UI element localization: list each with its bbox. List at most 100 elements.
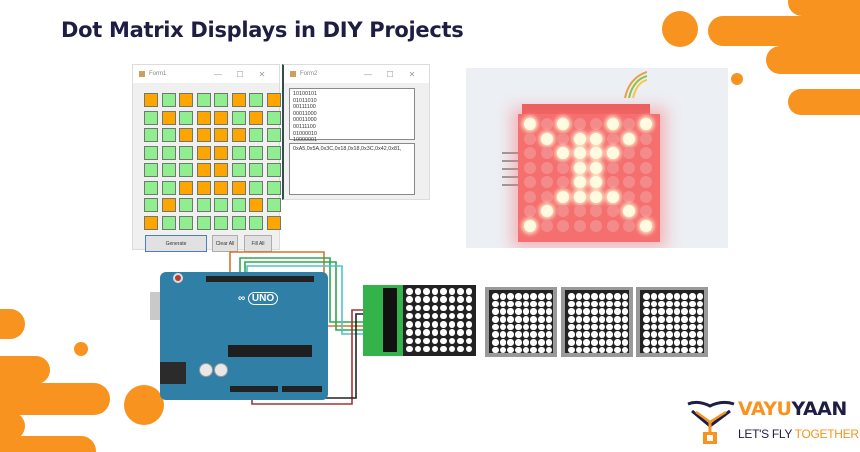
minimize-icon[interactable]: — (214, 69, 222, 79)
led-toggle-cell[interactable] (266, 180, 281, 195)
generate-button[interactable]: Generate (145, 235, 207, 252)
led-toggle-cell[interactable] (179, 180, 193, 195)
led-toggle-cell[interactable] (214, 215, 228, 230)
led-toggle-cell[interactable] (179, 93, 193, 107)
led-toggle-cell[interactable] (179, 163, 193, 177)
power-header (230, 386, 278, 392)
led-toggle-cell[interactable] (214, 128, 228, 142)
led-toggle-cell[interactable] (161, 145, 176, 160)
led-toggle-cell[interactable] (196, 198, 211, 212)
close-icon[interactable]: ✕ (258, 69, 266, 79)
led-toggle-cell[interactable] (249, 145, 263, 160)
maximize-icon[interactable]: ☐ (236, 69, 244, 79)
led-toggle-cell[interactable] (161, 198, 176, 212)
minimize-icon[interactable]: — (364, 69, 372, 79)
led-toggle-cell[interactable] (196, 93, 211, 107)
led-toggle-cell[interactable] (179, 215, 193, 230)
led-toggle-cell[interactable] (196, 110, 211, 125)
led-toggle-cell[interactable] (249, 128, 263, 142)
led-toggle-cell[interactable] (231, 180, 246, 195)
led-toggle-cell[interactable] (144, 215, 158, 230)
led-toggle-cell[interactable] (231, 110, 246, 125)
led-toggle-cell[interactable] (144, 198, 158, 212)
fill-all-button[interactable]: Fill All (244, 235, 272, 252)
led-toggle-cell[interactable] (231, 215, 246, 230)
led-toggle-cell[interactable] (161, 180, 176, 195)
led-toggle-cell[interactable] (266, 163, 281, 177)
led-toggle-cell[interactable] (144, 93, 158, 107)
led-toggle-cell[interactable] (179, 110, 193, 125)
led-toggle-cell[interactable] (266, 128, 281, 142)
decor-bar-top-2 (788, 0, 860, 16)
matrix-dot (650, 331, 658, 338)
led-toggle-cell[interactable] (161, 110, 176, 125)
maximize-icon[interactable]: ☐ (386, 69, 394, 79)
decor-bar-bottom-5 (0, 436, 96, 452)
reset-button (173, 273, 183, 283)
atmega-chip (228, 345, 312, 357)
matrix-dot (681, 346, 688, 354)
led-toggle-cell[interactable] (196, 163, 211, 177)
close-icon[interactable]: ✕ (408, 69, 416, 79)
led-toggle-cell[interactable] (231, 198, 246, 212)
led-toggle-cell[interactable] (266, 145, 281, 160)
led-toggle-cell[interactable] (214, 93, 228, 107)
matrix-dot (522, 331, 530, 338)
led-toggle-cell[interactable] (144, 110, 158, 125)
led-toggle-cell[interactable] (231, 93, 246, 107)
led-toggle-cell[interactable] (196, 180, 211, 195)
led-toggle-cell[interactable] (249, 198, 263, 212)
matrix-dot (606, 323, 613, 331)
matrix-dot (440, 312, 447, 320)
matrix-dot (606, 300, 613, 308)
led-toggle-cell[interactable] (214, 163, 228, 177)
led-toggle-cell[interactable] (196, 145, 211, 160)
clear-all-button[interactable]: Clear All (212, 235, 238, 252)
led-toggle-cell[interactable] (196, 215, 211, 230)
led-toggle-cell[interactable] (144, 163, 158, 177)
led-toggle-cell[interactable] (214, 180, 228, 195)
form2-titlebar[interactable]: Form2 — ☐ ✕ (284, 65, 429, 83)
led-toggle-cell[interactable] (144, 180, 158, 195)
led-toggle-cell[interactable] (249, 163, 263, 177)
led-toggle-cell[interactable] (231, 128, 246, 142)
led-toggle-cell[interactable] (179, 128, 193, 142)
matrix-dot (545, 300, 553, 308)
led-toggle-cell[interactable] (196, 128, 211, 142)
matrix-dot (583, 293, 590, 300)
led-toggle-cell[interactable] (179, 145, 193, 160)
led-dot (524, 219, 536, 232)
led-toggle-cell[interactable] (249, 180, 263, 195)
matrix-dot (658, 339, 665, 346)
led-toggle-cell[interactable] (214, 198, 228, 212)
matrix-dot (583, 339, 590, 346)
led-toggle-cell[interactable] (161, 163, 176, 177)
led-toggle-cell[interactable] (161, 128, 176, 142)
matrix-dot (431, 304, 439, 312)
led-toggle-cell[interactable] (266, 198, 281, 212)
led-toggle-cell[interactable] (161, 215, 176, 230)
led-toggle-cell[interactable] (231, 145, 246, 160)
led-toggle-cell[interactable] (214, 110, 228, 125)
led-toggle-cell[interactable] (231, 163, 246, 177)
led-toggle-cell[interactable] (144, 128, 158, 142)
matrix-dot (673, 331, 681, 338)
led-toggle-cell[interactable] (179, 198, 193, 212)
binary-line: 00111100 (293, 123, 316, 130)
led-toggle-cell[interactable] (214, 145, 228, 160)
matrix-dot (568, 316, 575, 323)
led-toggle-cell[interactable] (249, 93, 263, 107)
hex-output-textbox[interactable]: 0xA5,0x5A,0x3C,0x18,0x18,0x3C,0x42,0x81, (289, 143, 415, 195)
form1-titlebar[interactable]: Form1 — ☐ ✕ (133, 65, 279, 83)
matrix-dot (423, 288, 430, 295)
led-toggle-cell[interactable] (161, 93, 176, 107)
led-toggle-cell[interactable] (266, 110, 281, 125)
led-dot (524, 205, 536, 217)
led-toggle-cell[interactable] (249, 215, 263, 230)
led-toggle-cell[interactable] (266, 93, 281, 107)
led-toggle-cell[interactable] (266, 215, 281, 230)
matrix-dot (465, 345, 473, 353)
led-toggle-cell[interactable] (144, 145, 158, 160)
led-toggle-cell[interactable] (249, 110, 263, 125)
